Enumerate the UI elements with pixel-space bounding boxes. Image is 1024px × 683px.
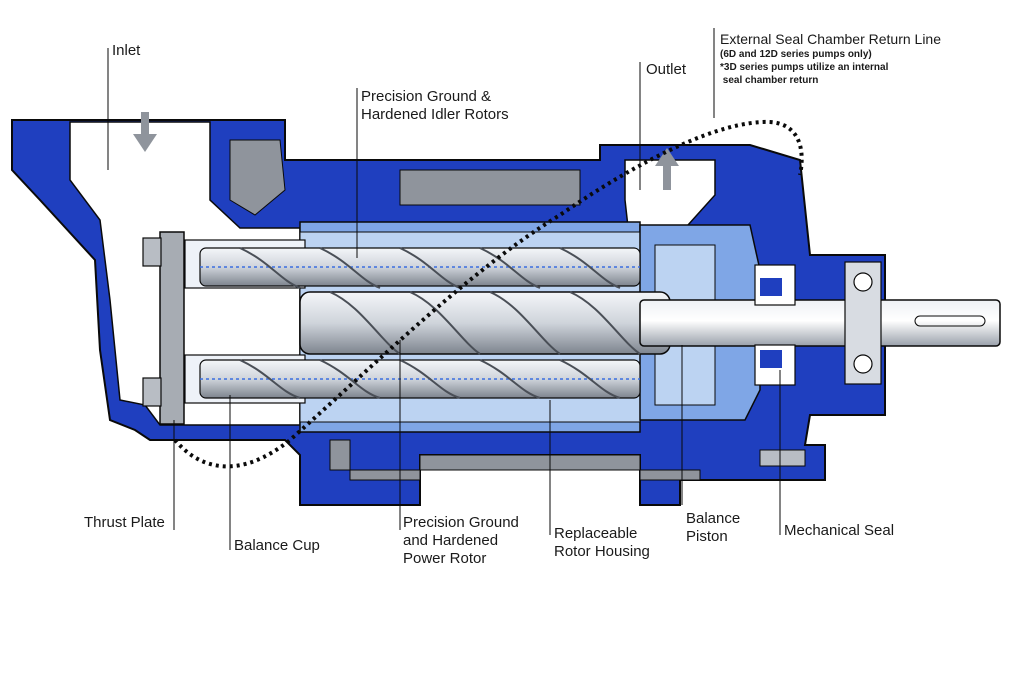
shaft-keyway: [914, 315, 986, 327]
label-idler-rotors-line2: Hardened Idler Rotors: [361, 106, 509, 123]
label-inlet: Inlet: [112, 42, 141, 59]
power-rotor: [299, 291, 671, 355]
label-thrust-plate: Thrust Plate: [84, 514, 165, 531]
label-external-seal-note2: *3D series pumps utilize an internal: [720, 62, 889, 73]
label-external-seal: External Seal Chamber Return Line (6D an…: [720, 30, 941, 87]
label-power-rotor-line1: Precision Ground: [403, 514, 519, 531]
upper-cavity: [229, 139, 286, 216]
rotor-threads: [239, 247, 641, 399]
label-outlet: Outlet: [646, 61, 687, 78]
label-rotor-housing-line2: Rotor Housing: [554, 543, 650, 560]
lower-cavity: [329, 439, 701, 481]
inlet-arrow-icon: [133, 112, 157, 152]
label-idler-rotors: Precision Ground & Hardened Idler Rotors: [361, 88, 509, 124]
label-mechanical-seal: Mechanical Seal: [784, 522, 895, 539]
label-external-seal-note1: (6D and 12D series pumps only): [720, 49, 872, 60]
label-external-seal-note3: seal chamber return: [720, 75, 819, 86]
label-power-rotor-line3: Power Rotor: [403, 550, 487, 567]
label-balance-piston: Balance Piston: [686, 510, 740, 546]
label-balance-piston-line1: Balance: [686, 510, 741, 527]
lower-bolt: [759, 449, 806, 467]
thrust-plate: [159, 231, 185, 425]
thrust-plate-bolts: [142, 237, 162, 407]
mechanical-seal: [754, 264, 796, 386]
label-rotor-housing: Replaceable Rotor Housing: [554, 525, 650, 561]
label-balance-cup: Balance Cup: [234, 537, 320, 554]
label-power-rotor-line2: and Hardened: [403, 532, 499, 549]
label-rotor-housing-line1: Replaceable: [554, 525, 638, 542]
outlet-arrow-icon: [655, 148, 679, 190]
leader-lines: [107, 28, 781, 550]
upper-cavity-2: [399, 169, 581, 206]
bearing: [844, 261, 882, 385]
label-balance-piston-line2: Piston: [686, 528, 728, 545]
label-idler-rotors-line1: Precision Ground &: [361, 88, 492, 105]
label-power-rotor: Precision Ground and Hardened Power Roto…: [403, 514, 519, 568]
label-external-seal-title: External Seal Chamber Return Line: [720, 31, 942, 47]
drive-shaft: [639, 299, 1001, 347]
external-return-line: [173, 119, 804, 469]
